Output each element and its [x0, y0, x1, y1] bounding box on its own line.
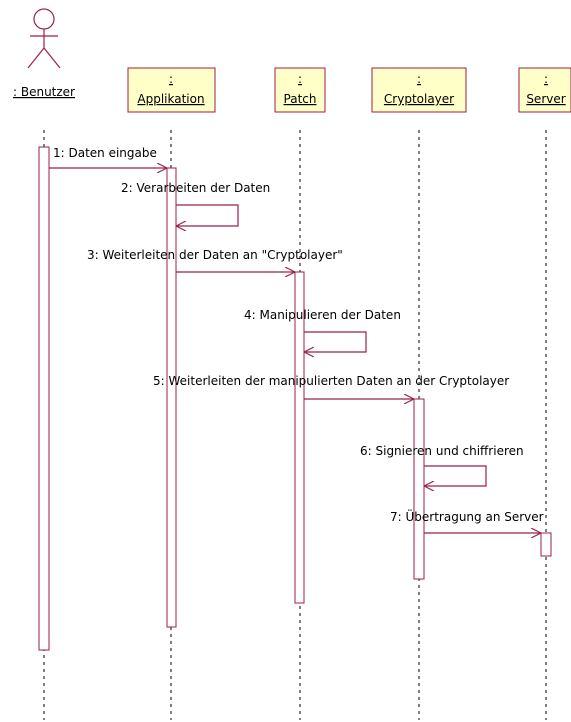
object-cryptolayer: : Cryptolayer: [371, 67, 467, 113]
message-4-label: 4: Manipulieren der Daten: [244, 308, 401, 322]
message-arrows: [49, 168, 541, 533]
object-top: :: [298, 72, 302, 86]
object-applikation: : Applikation: [127, 67, 216, 113]
activation-benutzer: [38, 146, 50, 651]
message-3-label: 3: Weiterleiten der Daten an "Cryptolaye…: [87, 248, 343, 262]
message-5-label: 5: Weiterleiten der manipulierten Daten …: [153, 374, 509, 388]
object-patch: : Patch: [274, 67, 326, 113]
object-top: :: [169, 72, 173, 86]
object-name: Patch: [284, 92, 317, 106]
message-7-label: 7: Übertragung an Server: [390, 508, 544, 524]
object-name: Server: [526, 92, 565, 106]
message-4-arrow: [304, 331, 367, 352]
stick-figure-icon: [27, 8, 61, 69]
object-top: :: [544, 72, 548, 86]
object-top: :: [417, 72, 421, 86]
object-name: Cryptolayer: [384, 92, 454, 106]
message-6-label: 6: Signieren und chiffrieren: [360, 444, 524, 458]
activation-patch: [294, 271, 305, 604]
message-6-arrow: [424, 465, 487, 486]
object-box: [371, 67, 467, 113]
activation-server: [540, 532, 552, 557]
activations: [38, 146, 552, 651]
object-server: : Server: [518, 67, 571, 113]
object-name: Applikation: [137, 92, 204, 106]
message-2-arrow: [176, 204, 239, 226]
object-box: [518, 67, 571, 113]
message-2-label: 2: Verarbeiten der Daten: [121, 181, 270, 195]
message-labels: 1: Daten eingabe 2: Verarbeiten der Date…: [53, 146, 544, 524]
actor-benutzer: : Benutzer: [13, 8, 75, 99]
activation-cryptolayer: [413, 398, 425, 580]
object-box: [274, 67, 326, 113]
activation-applikation: [166, 167, 177, 628]
message-1-label: 1: Daten eingabe: [53, 146, 157, 160]
actor-label: : Benutzer: [13, 85, 75, 99]
object-box: [127, 67, 216, 113]
